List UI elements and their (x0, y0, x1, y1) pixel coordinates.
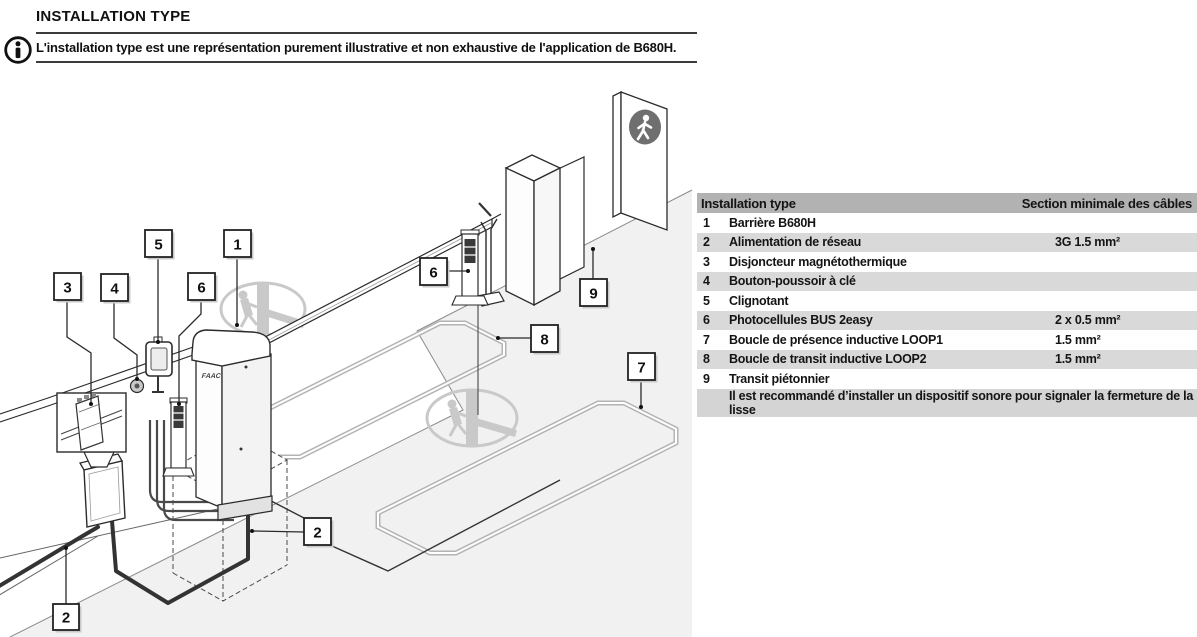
callout-7: 7 (627, 352, 658, 383)
col-header-installation: Installation type (701, 195, 796, 211)
info-circle-icon (4, 36, 32, 64)
row-num: 7 (703, 332, 710, 347)
row-num: 2 (703, 235, 710, 250)
row-label: Bouton-poussoir à clé (729, 274, 856, 289)
callout-boxes: 1 5 3 4 6 6 9 8 7 2 2 (52, 229, 658, 633)
installation-table: Installation type Section minimale des c… (697, 193, 1197, 417)
key-button (129, 378, 145, 394)
callout-9: 9 (579, 278, 610, 309)
callout-5: 5 (144, 229, 175, 260)
row-num: 9 (703, 371, 710, 386)
callout-2-center: 2 (303, 517, 334, 548)
row-label: Alimentation de réseau (729, 235, 862, 250)
row-label: Disjoncteur magnétothermique (729, 254, 907, 269)
callout-2-bottom: 2 (52, 603, 82, 633)
row-label: Barrière B680H (729, 215, 816, 230)
row-section: 3G 1.5 mm² (1055, 235, 1120, 250)
col-header-section: Section minimale des câbles (1021, 195, 1193, 211)
power-cable (0, 490, 250, 605)
watermark-pictogram-loop1 (425, 388, 519, 448)
circuit-breaker-detail (56, 392, 127, 453)
row-num: 6 (703, 313, 710, 328)
gate-pillar (504, 154, 585, 307)
svg-text:2: 2 (313, 525, 321, 542)
row-label: Boucle de transit inductive LOOP2 (729, 352, 927, 367)
junction-box (79, 451, 126, 528)
svg-text:6: 6 (197, 280, 205, 297)
row-num: 5 (703, 293, 710, 308)
table-row: 2 Alimentation de réseau 3G 1.5 mm² (697, 232, 1197, 252)
row-section: 1.5 mm² (1055, 352, 1101, 367)
table-row: 4 Bouton-poussoir à clé (697, 271, 1197, 291)
callout-3: 3 (53, 272, 84, 303)
table-row: 6 Photocellules BUS 2easy 2 x 0.5 mm² (697, 310, 1197, 330)
svg-text:5: 5 (154, 237, 162, 254)
svg-text:6: 6 (429, 265, 437, 282)
pedestrian-sign (612, 90, 668, 231)
table-header-row: Installation type Section minimale des c… (697, 193, 1197, 213)
row-section: 1.5 mm² (1055, 332, 1101, 347)
callout-8: 8 (530, 324, 561, 355)
svg-text:4: 4 (110, 281, 119, 298)
callout-1: 1 (223, 229, 254, 260)
table-row: 8 Boucle de transit inductive LOOP2 1.5 … (697, 349, 1197, 369)
installation-diagram: FAAC (0, 90, 693, 637)
flashing-lamp (145, 336, 173, 393)
row-label: Transit piétonnier (729, 371, 830, 386)
row-label: Boucle de présence inductive LOOP1 (729, 332, 943, 347)
table-row: 5 Clignotant (697, 291, 1197, 311)
svg-text:3: 3 (63, 280, 71, 297)
svg-text:8: 8 (540, 332, 548, 349)
svg-text:9: 9 (589, 286, 597, 303)
svg-text:1: 1 (233, 237, 241, 254)
leader-dots (64, 247, 643, 550)
callout-6-left: 6 (187, 272, 218, 303)
row-section: 2 x 0.5 mm² (1055, 313, 1121, 328)
divider-line (36, 32, 697, 34)
table-footnote: Il est recommandé d’installer un disposi… (697, 388, 1197, 417)
table-row: 3 Disjoncteur magnétothermique (697, 252, 1197, 272)
barrier-cabinet: FAAC (191, 329, 273, 521)
table-row: 9 Transit piétonnier (697, 369, 1197, 389)
svg-text:2: 2 (62, 610, 70, 627)
divider-line (36, 61, 697, 63)
svg-text:7: 7 (637, 360, 645, 377)
callout-6-right: 6 (419, 257, 450, 288)
table-row: 1 Barrière B680H (697, 213, 1197, 233)
callout-leader-lines (65, 250, 642, 605)
info-note: L'installation type est une représentati… (36, 40, 677, 55)
row-label: Photocellules BUS 2easy (729, 313, 873, 328)
faac-logo: FAAC (201, 373, 221, 380)
cable-conduits (148, 420, 234, 522)
page-title: INSTALLATION TYPE (36, 8, 191, 25)
row-num: 1 (703, 215, 710, 230)
row-label: Clignotant (729, 293, 789, 308)
watermark-pictogram-boom (219, 281, 307, 337)
road-surface (10, 190, 692, 637)
row-num: 3 (703, 254, 710, 269)
loop1-inductive-presence (375, 400, 679, 556)
photocell-right (451, 229, 489, 306)
row-num: 4 (703, 274, 710, 289)
cabinet-plinth (217, 495, 273, 521)
row-num: 8 (703, 352, 710, 367)
callout-4: 4 (100, 273, 131, 304)
table-row: 7 Boucle de présence inductive LOOP1 1.5… (697, 330, 1197, 350)
